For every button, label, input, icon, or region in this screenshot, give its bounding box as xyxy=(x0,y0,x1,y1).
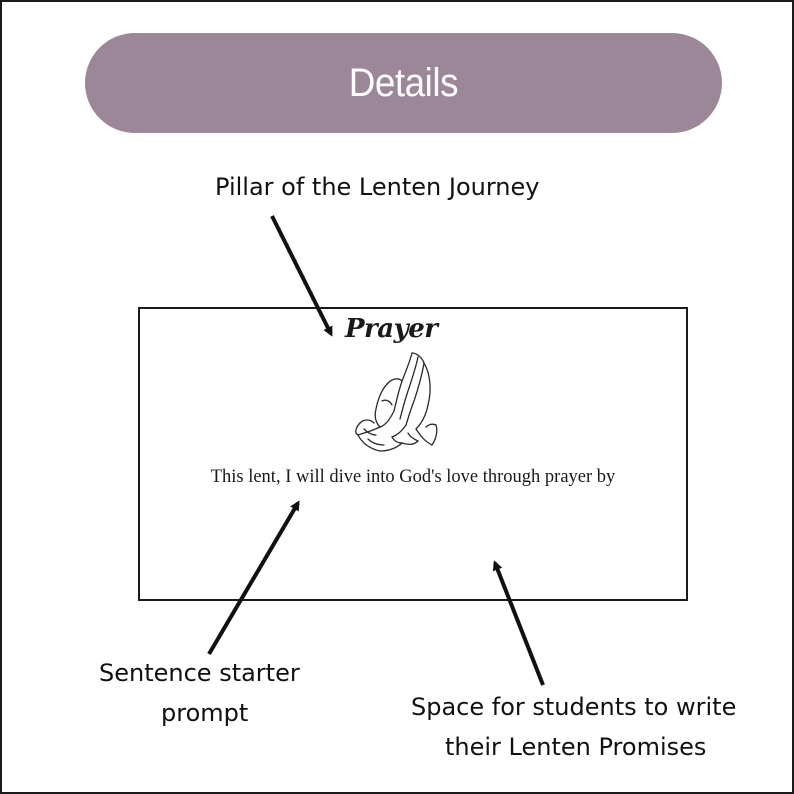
write-space-line-2: their Lenten Promises xyxy=(445,733,707,761)
pillar-callout: Pillar of the Lenten Journey xyxy=(215,167,539,207)
write-space-callout: Space for students to write their Lenten… xyxy=(411,687,736,767)
sentence-starter-prompt: This lent, I will dive into God's love t… xyxy=(210,467,616,487)
header-title: Details xyxy=(348,60,459,105)
praying-hands-icon xyxy=(355,352,438,452)
write-space-line-1: Space for students to write xyxy=(411,693,737,721)
pillar-callout-text: Pillar of the Lenten Journey xyxy=(215,173,540,201)
sentence-starter-callout: Sentence starter prompt xyxy=(99,653,300,733)
sentence-starter-line-1: Sentence starter xyxy=(99,659,300,687)
prayer-card: Prayer xyxy=(138,307,688,601)
header-banner: Details xyxy=(85,33,722,133)
sentence-starter-line-2: prompt xyxy=(161,699,249,727)
card-title: Prayer xyxy=(345,314,438,344)
writing-space[interactable] xyxy=(170,501,656,587)
